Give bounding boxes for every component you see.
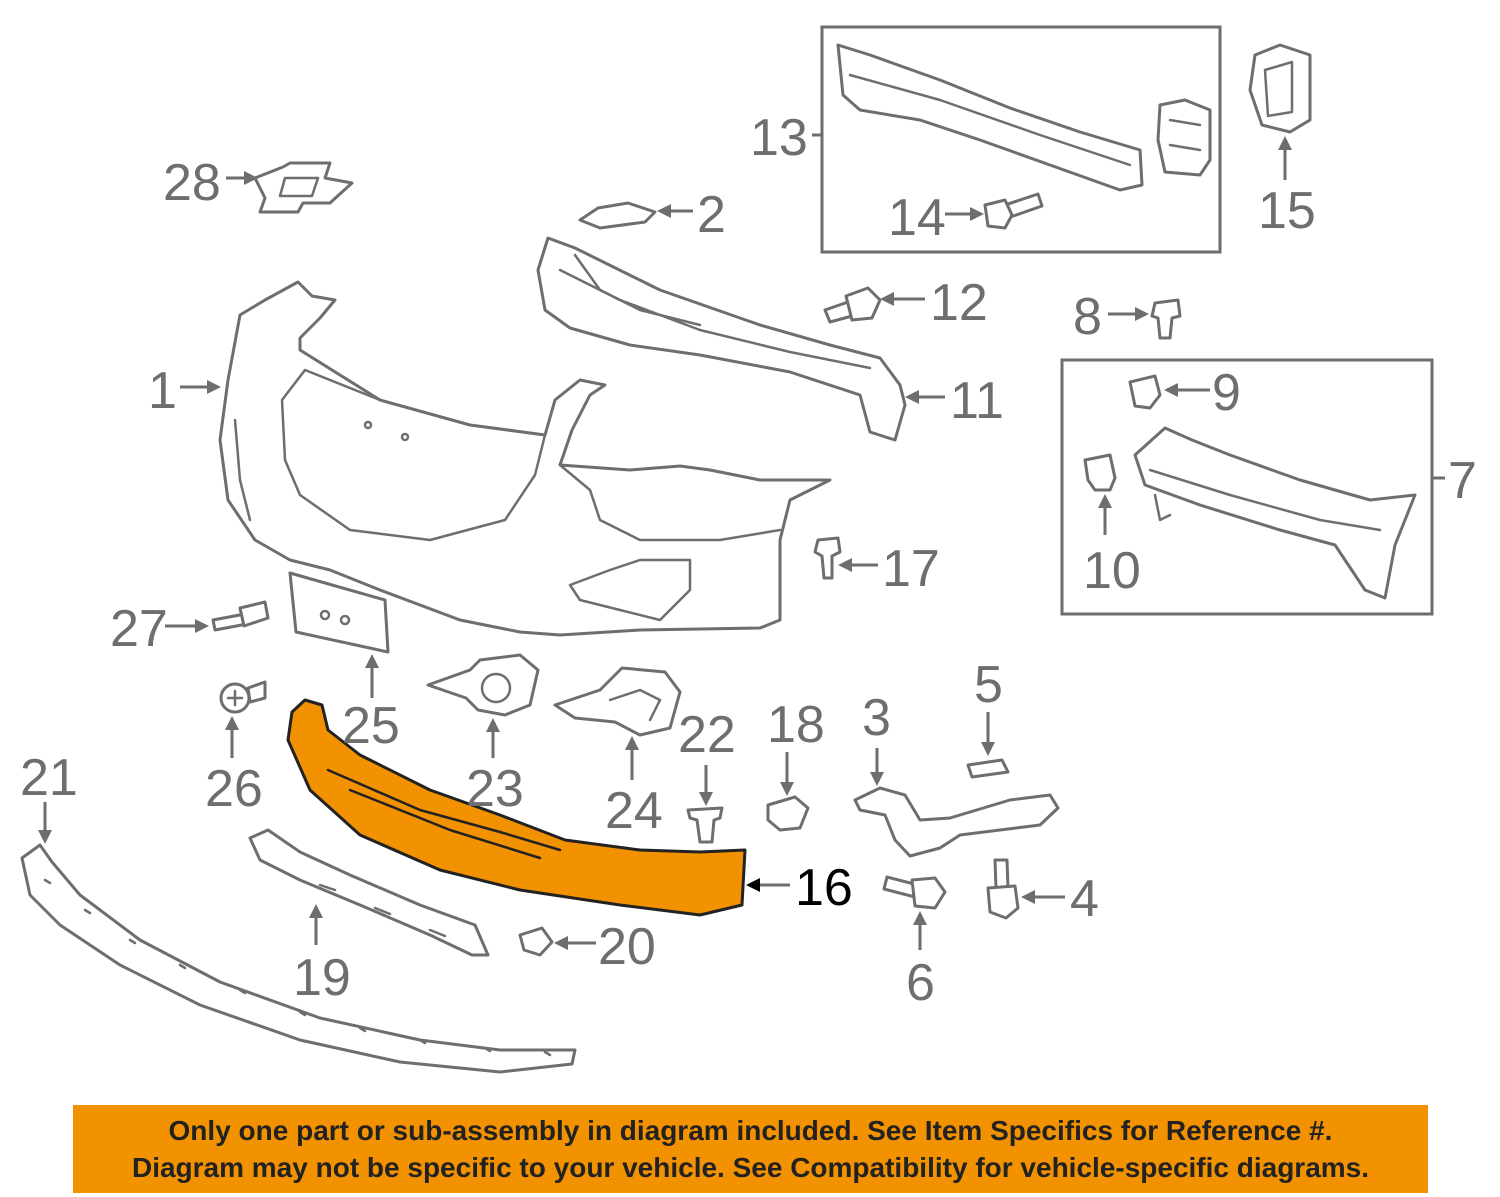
part-22-retainer [686,806,724,844]
part-20-clip [518,926,554,957]
part-17-push-pin [813,536,842,580]
arrow-28 [244,171,258,185]
callout-10: 10 [1083,542,1141,600]
callout-19: 19 [293,949,351,1007]
callout-9: 9 [1212,364,1241,422]
part-18-clip [766,795,810,832]
part-12-bolt [823,286,882,324]
callout-12: 12 [930,274,988,332]
part-24-fog-lamp-bezel [553,666,682,737]
callout-14: 14 [888,189,946,247]
callout-4: 4 [1070,870,1099,928]
part-15-bracket [1248,43,1312,134]
part-4-bolt [986,858,1020,920]
part-28-emblem [253,161,354,214]
arrow-2 [657,204,671,218]
callout-15: 15 [1258,182,1316,240]
callout-8: 8 [1073,288,1102,346]
callout-25: 25 [342,697,400,755]
arrow-9 [1164,383,1178,397]
callout-21: 21 [20,749,78,807]
arrow-10 [1098,494,1112,508]
disclaimer-line-2: Diagram may not be specific to your vehi… [131,1152,1370,1183]
arrow-18 [780,782,794,796]
callout-16: 16 [795,859,853,917]
arrow-1 [207,380,221,394]
disclaimer-line-1: Only one part or sub-assembly in diagram… [168,1115,1333,1146]
part-16-air-deflector [286,698,747,917]
arrow-21 [38,830,52,844]
arrow-26 [225,716,239,730]
callout-11: 11 [950,372,1004,430]
arrow-15 [1278,136,1292,150]
arrow-14 [970,207,984,221]
callout-7: 7 [1448,452,1477,510]
part-13-reinforcement [836,43,1212,192]
callout-13: 13 [750,109,808,167]
part-2-clip [578,201,657,230]
callout-22: 22 [678,706,736,764]
part-9-nut [1128,374,1162,410]
arrow-11 [905,390,919,404]
callout-6: 6 [906,954,935,1012]
arrow-27 [195,619,209,633]
callout-17: 17 [882,540,940,598]
part-8-pin [1150,298,1182,340]
arrow-4 [1021,890,1035,904]
callout-2: 2 [697,186,726,244]
callout-27: 27 [110,600,168,658]
disclaimer-banner: Only one part or sub-assembly in diagram… [73,1105,1428,1193]
part-25-license-bracket [288,571,390,654]
arrow-3 [870,772,884,786]
callout-3: 3 [862,689,891,747]
part-6-bolt [882,875,947,910]
arrow-12 [880,292,894,306]
callout-20: 20 [598,918,656,976]
callout-18: 18 [767,696,825,754]
part-5-pad [966,758,1010,779]
part-10-bumper-stop [1083,453,1117,492]
arrow-6 [913,911,927,925]
frame-group-13 [820,25,1222,254]
part-27-screw [211,600,270,632]
arrow-22 [699,792,713,806]
part-14-bolt [983,192,1044,230]
part-23-fog-lamp-bezel [426,653,540,717]
part-3-bracket [853,786,1060,858]
part-7-support [1133,426,1417,600]
arrow-24 [625,736,639,750]
arrow-17 [838,558,852,572]
arrow-5 [981,742,995,756]
part-19-lower-molding [248,828,490,957]
part-21-lower-trim [20,843,577,1074]
part-1-bumper-fascia [218,280,832,637]
frame-group-7 [1060,358,1434,616]
arrow-19 [309,904,323,918]
callout-28: 28 [163,154,221,212]
part-16-highlight [286,698,747,917]
callout-5: 5 [974,656,1003,714]
arrow-16 [746,878,760,892]
arrow-20 [554,936,568,950]
callout-24: 24 [605,782,663,840]
arrow-8 [1135,307,1149,321]
callout-1: 1 [148,362,177,420]
part-26-screw [219,680,267,714]
part-11-energy-absorber [536,236,907,442]
callout-23: 23 [466,760,524,818]
arrow-23 [486,718,500,732]
callout-26: 26 [205,760,263,818]
arrow-25 [365,654,379,668]
